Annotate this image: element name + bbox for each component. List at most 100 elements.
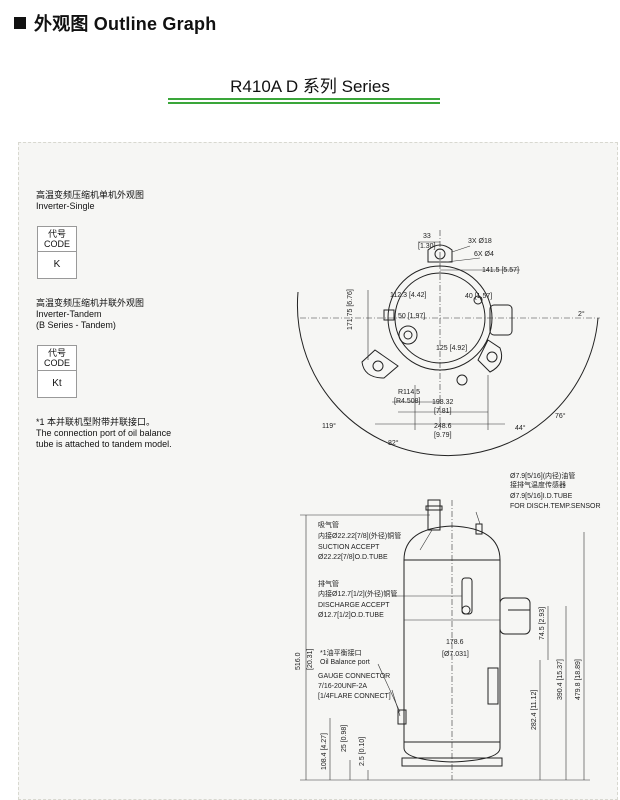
gauge-l1: GAUGE CONNECTOR: [318, 673, 390, 680]
dim-112-text: 112.3 [4.42]: [390, 292, 427, 299]
code-header-en: CODE: [43, 239, 70, 249]
green-divider-top: [168, 98, 440, 100]
dim-holes6-text: 6X Ø4: [474, 251, 494, 258]
code-box-tandem: 代号 CODE Kt: [37, 345, 77, 398]
mount-foot-left: [361, 349, 399, 379]
dim-125-text: 125 [4.92]: [436, 345, 467, 352]
top-view: 33 [1.30] 3X Ø18 6X Ø4 141.5 [5.57] 40 […: [296, 230, 600, 457]
dim-33-text: 33: [423, 233, 431, 240]
terminal-box-side: [499, 597, 531, 635]
dim-2-5-text: 2.5 [0.10]: [359, 737, 366, 766]
mount-foot-right: [477, 339, 503, 373]
dim-r114-in-text: [R4.508]: [394, 398, 421, 405]
single-en-label: Inverter-Single: [36, 201, 95, 211]
discharge-l2: 内接Ø12.7[1/2](外径)铜管: [318, 589, 397, 598]
dim-74-text: 74.5 [2.93]: [539, 607, 546, 640]
leader-holes3: [451, 245, 471, 253]
angle-76-text: 76°: [555, 412, 566, 420]
leader-gauge: [391, 689, 401, 717]
oil-balance-port: [397, 709, 407, 725]
mount-hole-left: [372, 360, 384, 372]
dim-141-text: 141.5 [5.57]: [482, 267, 519, 274]
suction-port-top: [398, 325, 418, 345]
dim-248-text: 248.6: [434, 423, 452, 430]
gauge-l2: 7/16-20UNF-2A: [318, 683, 367, 690]
dim-282-text: 282.4 [11.12]: [531, 690, 538, 730]
note-cn: *1 本并联机型附带并联接口。: [36, 417, 156, 427]
discharge-l3: DISCHARGE ACCEPT: [318, 602, 390, 609]
code-header: 代号 CODE: [38, 346, 76, 371]
tandem-en2-label: (B Series - Tandem): [36, 320, 116, 330]
page-header: 外观图 Outline Graph: [14, 10, 216, 36]
suction-l3: SUCTION ACCEPT: [318, 544, 380, 551]
series-title: R410A D 系列 Series: [230, 77, 390, 96]
dim-holes3-text: 3X Ø18: [468, 238, 492, 245]
dim-r114-text: R114.5: [398, 389, 420, 396]
fitting-left: [383, 309, 395, 321]
side-view: Ø7.9[5/16](内径)油管 接排气温度传感器 Ø7.9[5/16]I.D.…: [295, 471, 601, 781]
angle-119-text: 119°: [322, 422, 336, 430]
suction-pipe-ring: [425, 505, 443, 511]
suction-l2: 内接Ø22.22[7/8](外径)铜管: [318, 531, 401, 540]
leader-sensor: [475, 511, 481, 525]
note-en-2: tube is attached to tandem model.: [36, 439, 172, 449]
leader-holes6: [445, 257, 481, 263]
mount-foot-top: [427, 244, 453, 263]
discharge-pipe: [461, 577, 473, 615]
gauge-l3: [1/4FLARE CONNECT]: [318, 693, 391, 700]
suction-l1: 吸气管: [318, 520, 339, 529]
code-value-tandem: Kt: [52, 378, 62, 389]
code-header-cn: 代号: [47, 348, 66, 358]
dim-198-in-text: [7.81]: [434, 408, 452, 415]
dim-178-in-text: [Ø7.031]: [442, 651, 469, 658]
code-header: 代号 CODE: [38, 227, 76, 252]
shell-inner: [394, 272, 486, 364]
dim-198-text: 198.32: [432, 399, 454, 406]
suction-port-inner: [403, 330, 413, 340]
angle-44-text: 44°: [515, 424, 526, 432]
drawing-panel: [18, 142, 618, 800]
oil-port-top: [456, 374, 468, 386]
dim-516-in-text: [20.31]: [307, 649, 314, 670]
dim-40-text: 40 [1.57]: [465, 293, 492, 300]
terminal-box-top: [489, 304, 513, 336]
dim-178-text: 178.6: [446, 639, 464, 646]
mount-hole-top: [434, 248, 446, 260]
disch-tube-l1: Ø7.9[5/16](内径)油管: [510, 471, 575, 480]
side-plate: [487, 667, 499, 705]
swing-arc: [296, 291, 599, 457]
dim-390-text: 390.4 [15.37]: [557, 659, 564, 700]
note-en-1: The connection port of oil balance: [36, 428, 172, 438]
discharge-port-top: [473, 295, 483, 305]
sensor-tube: [475, 523, 483, 535]
code-header-en: CODE: [43, 358, 70, 368]
tandem-cn-label: 高温变频压缩机并联外观图: [36, 298, 145, 308]
square-bullet-icon: [14, 17, 26, 29]
single-cn-label: 高温变频压缩机单机外观图: [36, 190, 145, 200]
dim-248-in-text: [9.79]: [434, 432, 452, 439]
shell-outer: [387, 265, 493, 371]
page-title: 外观图 Outline Graph: [34, 14, 217, 34]
dim-516-text: 516.0: [295, 652, 302, 670]
code-header-cn: 代号: [47, 229, 66, 239]
tandem-en-label: Inverter-Tandem: [36, 309, 102, 319]
discharge-l4: Ø12.7[1/2]O.D.TUBE: [318, 612, 384, 619]
discharge-l1: 排气管: [318, 579, 339, 588]
dim-25-text: 25 [0.98]: [341, 725, 348, 752]
green-divider-bottom: [168, 102, 440, 104]
dim-171-text: 171.75 [6.76]: [347, 289, 354, 330]
code-box-single: 代号 CODE K: [37, 226, 77, 279]
dim-50-text: 50 [1.97]: [398, 313, 425, 320]
disch-tube-l2: 接排气温度传感器: [510, 480, 566, 489]
angle-82-text: 82°: [388, 439, 399, 447]
dim-479-text: 479.8 [18.89]: [575, 659, 582, 700]
disch-tube-l3: Ø7.9[5/16]I.D.TUBE: [510, 493, 573, 500]
discharge-port-side: [461, 605, 471, 615]
mount-hole-right: [486, 351, 498, 363]
angle-2-text: 2°: [578, 310, 585, 318]
oil-l2: Oil Balance port: [320, 659, 370, 666]
code-value-single: K: [53, 259, 61, 270]
disch-tube-l4: FOR DISCH.TEMP.SENSOR: [510, 503, 601, 510]
dim-33-in-text: [1.30]: [418, 243, 436, 250]
